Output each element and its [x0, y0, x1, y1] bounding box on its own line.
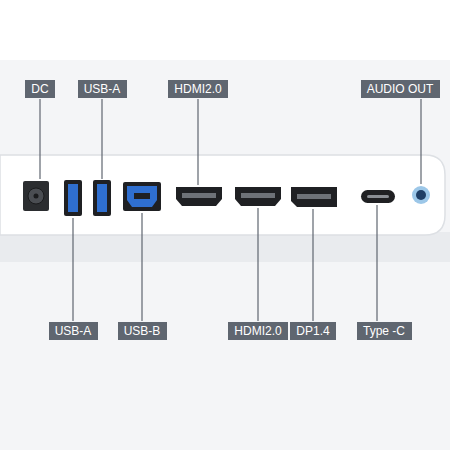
port-label-tag: DC [25, 80, 55, 98]
port-label-tag: USB-B [118, 322, 167, 340]
usb-a-port [64, 180, 82, 216]
port-label: USB-B [118, 322, 167, 340]
audio-jack-ring [412, 186, 430, 204]
hdmi-port [235, 187, 281, 206]
leader-line [39, 99, 40, 179]
lower-band [0, 232, 450, 262]
port-label-tag: HDMI2.0 [228, 322, 288, 340]
type-c-tongue [367, 195, 389, 198]
audio-jack-hole [416, 190, 426, 200]
leader-line [141, 213, 142, 321]
hdmi-port [176, 187, 222, 206]
type-c-port [361, 190, 395, 203]
hdmi-contacts [182, 193, 216, 198]
port-recess [0, 155, 445, 235]
leader-line [257, 208, 258, 321]
leader-line [72, 218, 73, 321]
port-label-tag: HDMI2.0 [168, 80, 228, 98]
port-label: AUDIO OUT [361, 80, 440, 98]
port-label-tag: AUDIO OUT [361, 80, 440, 98]
port-label: HDMI2.0 [228, 322, 288, 340]
dc-pin [28, 188, 44, 204]
port-label: DP1.4 [290, 322, 336, 340]
leader-line [312, 209, 313, 321]
port-label-tag: Type -C [357, 322, 412, 340]
displayport-port [291, 187, 337, 207]
hdmi-contacts [241, 193, 275, 198]
dc-jack [23, 181, 49, 211]
usb-b-slot [134, 193, 150, 199]
usb-b-port [123, 182, 161, 211]
leader-line [101, 99, 102, 179]
usb-b-insert [127, 186, 157, 207]
dp-contacts [297, 194, 331, 199]
port-label-tag: USB-A [78, 80, 127, 98]
leader-line [197, 99, 198, 185]
port-label: HDMI2.0 [168, 80, 228, 98]
port-label-tag: USB-A [49, 322, 98, 340]
port-label-tag: DP1.4 [290, 322, 336, 340]
usb-a-tongue [68, 184, 78, 212]
leader-line [376, 205, 377, 321]
port-label: USB-A [78, 80, 127, 98]
port-label: USB-A [49, 322, 98, 340]
leader-lines [40, 99, 421, 321]
usb-a-tongue [97, 184, 107, 212]
monitor-top [0, 0, 450, 60]
port-label: DC [25, 80, 55, 98]
usb-a-port [93, 180, 111, 216]
leader-line [420, 99, 421, 184]
dc-center [34, 194, 39, 199]
port-label: Type -C [357, 322, 412, 340]
